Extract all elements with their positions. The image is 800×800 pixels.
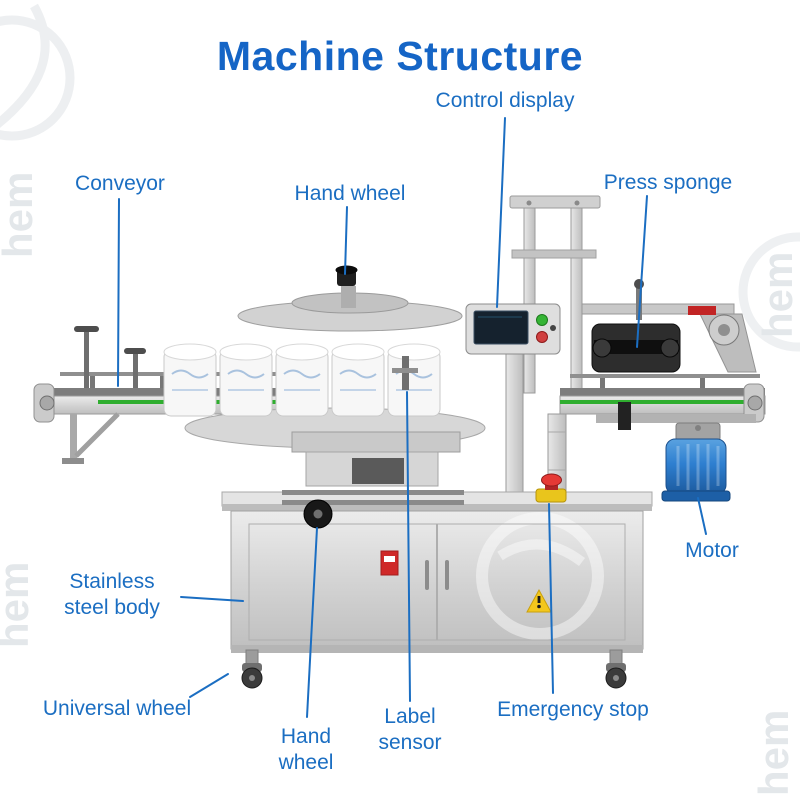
labeling-head: [282, 356, 464, 529]
watermark-text: hem: [750, 710, 797, 796]
caster-wheel-right: [605, 649, 627, 689]
label-motor: Motor: [685, 539, 739, 562]
label-emergency-stop: Emergency stop: [497, 698, 649, 721]
red-sticker: [688, 306, 716, 315]
label-roll: [163, 343, 217, 417]
label-control-display: Control display: [435, 89, 575, 112]
leader-line-control-display: [496, 117, 506, 308]
watermark-text: hem: [754, 252, 800, 338]
label-press-sponge: Press sponge: [603, 171, 733, 194]
leader-line-emergency-stop: [548, 503, 554, 694]
press-frame: [509, 195, 601, 495]
leader-line-motor: [697, 497, 707, 535]
leader-line-label-sensor: [406, 391, 411, 702]
hand-wheel-bottom-part: [303, 499, 333, 529]
watermark-text: hem: [0, 172, 41, 258]
label-roll: [331, 343, 385, 417]
label-label-sensor: Label sensor: [378, 705, 442, 754]
watermark-text: hem: [0, 562, 37, 648]
panel-red-button: [536, 331, 548, 343]
label-roll: [275, 343, 329, 417]
door-handle-right: [445, 560, 449, 590]
label-roll-turret: [163, 265, 486, 449]
warning-sticker-red: [380, 550, 399, 576]
label-roll: [219, 343, 273, 417]
watermark-layer: hem hem hem hem: [0, 3, 800, 796]
photo-sensor: [618, 402, 631, 430]
label-hand-wheel-top: Hand wheel: [294, 182, 406, 205]
leader-line-conveyor: [117, 198, 120, 387]
caster-wheel-left: [241, 649, 263, 689]
conveyor-section-right: [559, 374, 766, 430]
leader-line-hand-wheel-top: [344, 206, 348, 275]
hand-wheel-top-part: [335, 265, 358, 286]
cabinet-body: [221, 491, 653, 653]
label-universal-wheel: Universal wheel: [42, 697, 192, 720]
motor-assembly: [661, 422, 731, 502]
warning-triangle-icon: [526, 588, 552, 613]
leader-line-universal-wheel: [189, 673, 229, 698]
leader-line-stainless-steel-body: [180, 596, 244, 602]
label-sensor-part: [392, 356, 418, 390]
control-display-panel: [465, 303, 561, 499]
leader-line-hand-wheel-bottom: [306, 527, 318, 718]
panel-green-button: [536, 314, 548, 326]
page-title: Machine Structure: [216, 33, 584, 79]
press-sponge-assembly: [581, 279, 757, 373]
label-conveyor: Conveyor: [75, 172, 165, 195]
door-handle-left: [425, 560, 429, 590]
display-screen: [473, 310, 529, 345]
emergency-stop-button: [535, 473, 567, 503]
label-hand-wheel-bottom: Hand wheel: [278, 725, 334, 774]
leader-lines: [117, 117, 707, 718]
label-stainless-steel-body: Stainless steel body: [64, 570, 160, 619]
leader-line-press-sponge: [636, 195, 648, 348]
label-roll: [387, 343, 441, 417]
